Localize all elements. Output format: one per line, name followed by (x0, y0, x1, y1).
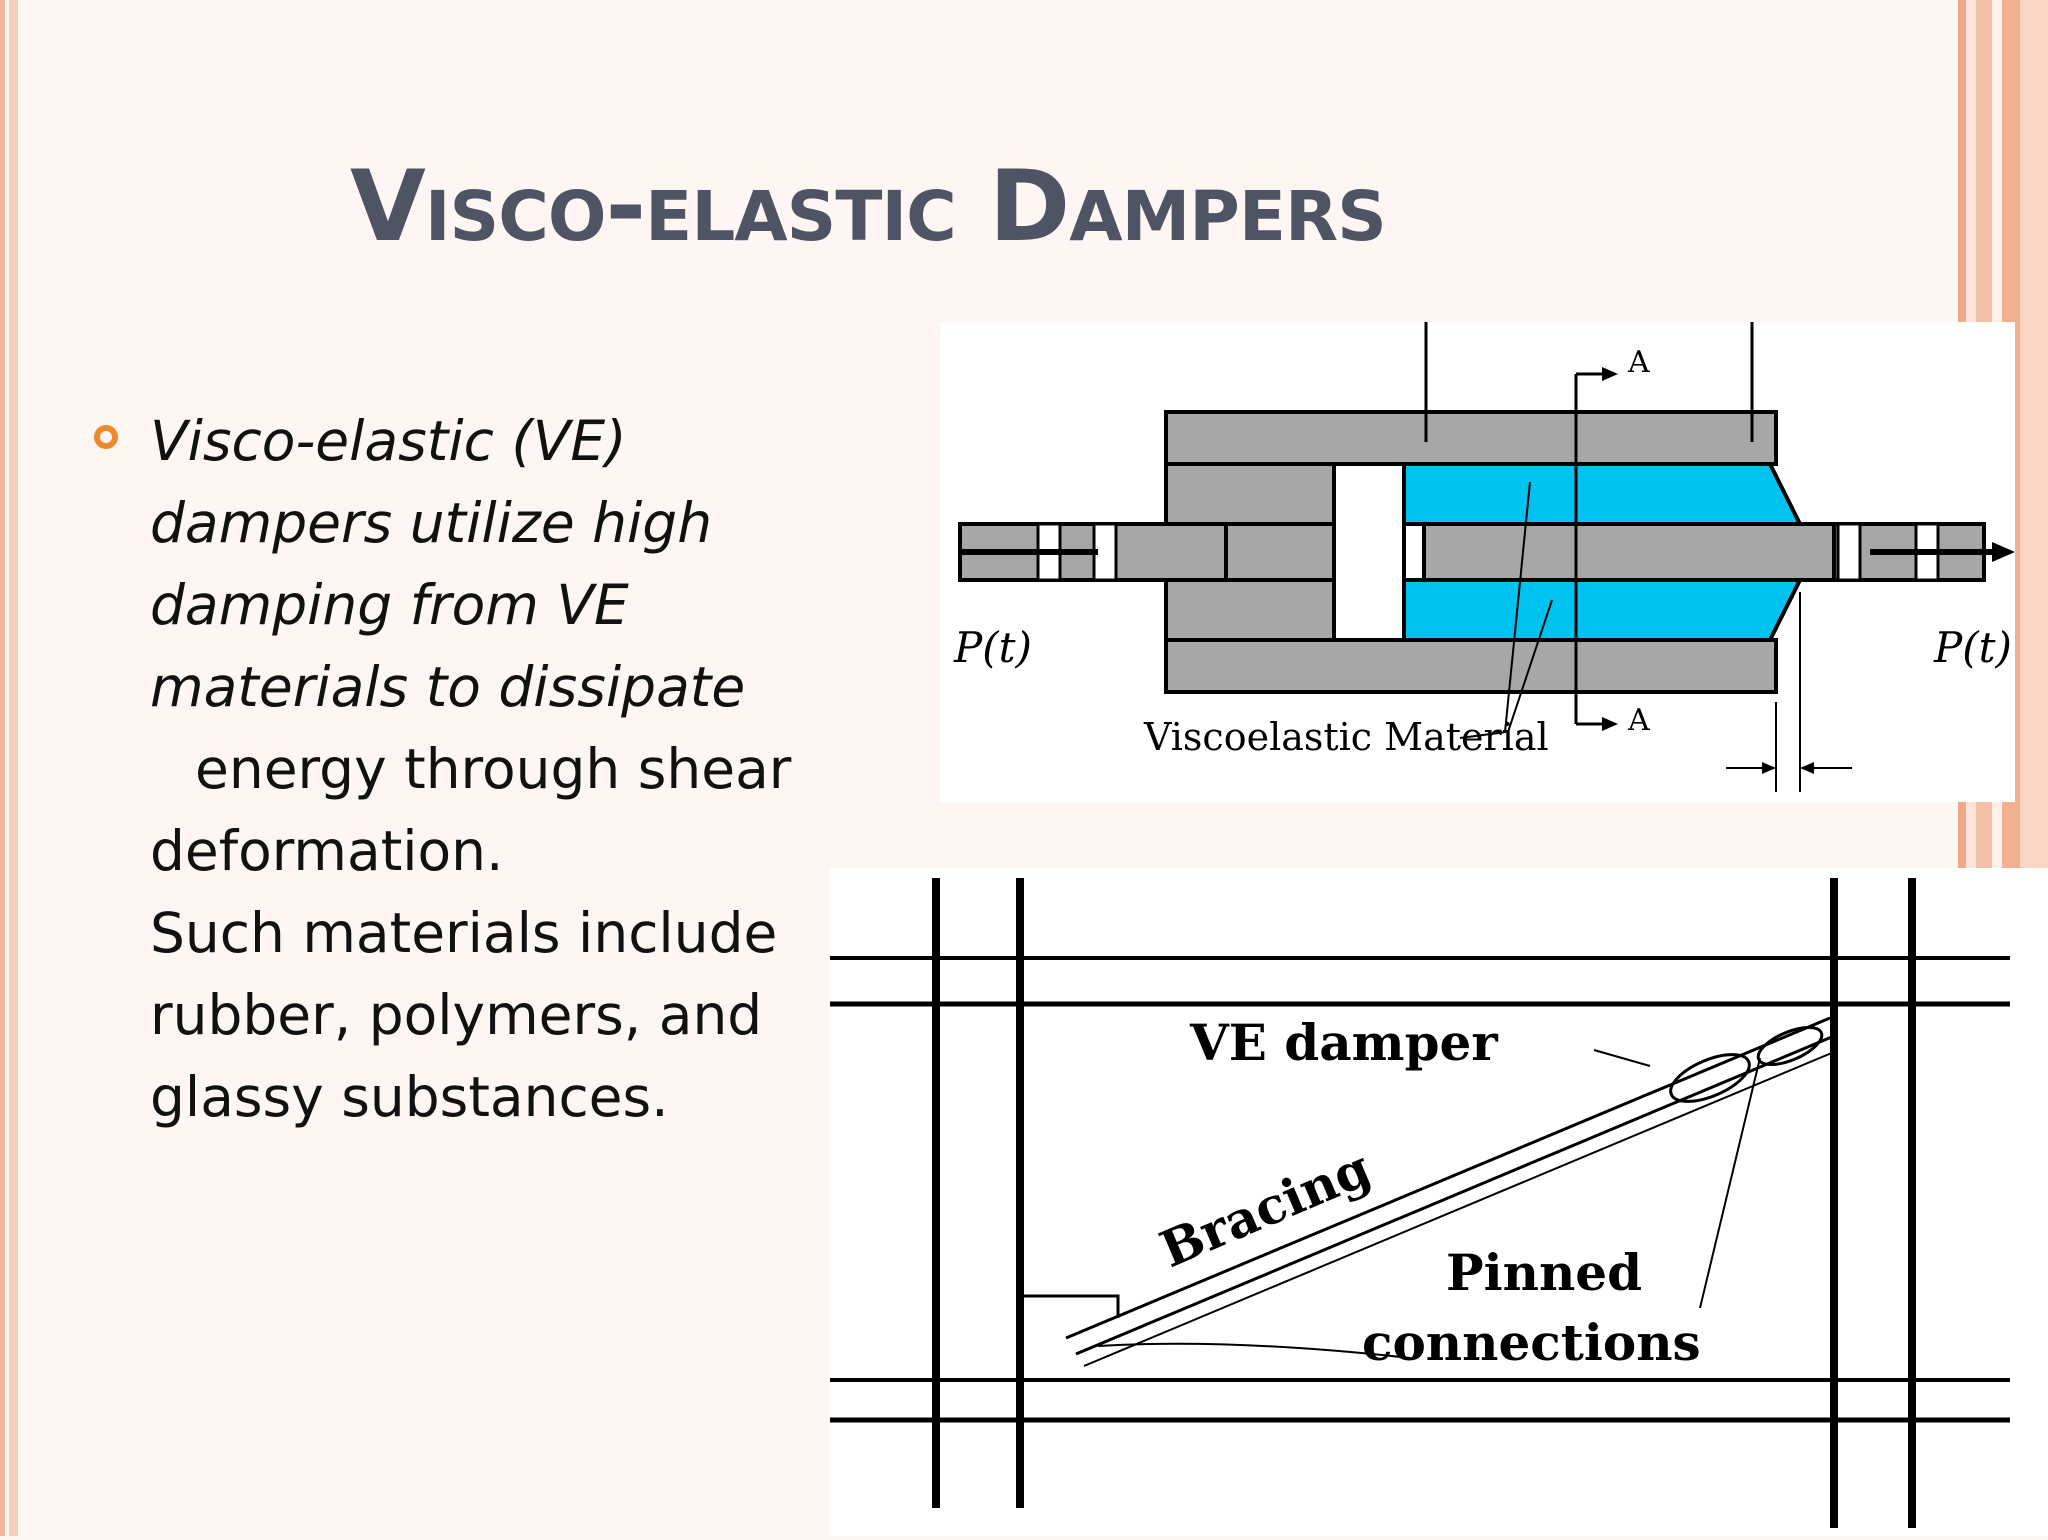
pinned-label-1: Pinned (1446, 1243, 1642, 1302)
center-plate (1422, 522, 1836, 582)
bracing-line-3 (1083, 1051, 1835, 1367)
frame-bracing-diagram: VE damper Bracing Pinned connections (830, 878, 2010, 1528)
text-line: Such materials include (150, 901, 778, 965)
frame-bracing-figure: VE damper Bracing Pinned connections (830, 868, 2048, 1536)
force-label-left: P(t) (953, 623, 1032, 672)
text-line: deformation. (150, 819, 504, 883)
pinned-label-2: connections (1362, 1313, 1701, 1372)
text-line: dampers utilize high (150, 491, 713, 555)
bottom-plate (1164, 638, 1778, 694)
slide-title: Visco-elastic Dampers (350, 150, 1387, 264)
bracing-line-1 (1065, 1016, 1831, 1340)
damper-body (1669, 1053, 1751, 1103)
bullet-circle-icon (94, 425, 118, 449)
bullet-text: Visco-elastic (VE) dampers utilize high … (150, 400, 830, 1138)
damper-end (1756, 1025, 1824, 1067)
section-label-bottom: A (1627, 703, 1650, 738)
damper-section-diagram: A A P(t) P(t) Viscoelastic Material (953, 322, 2015, 792)
text-line: materials to dissipate (150, 655, 746, 719)
gap (1332, 462, 1406, 642)
force-label-right: P(t) (1933, 623, 2012, 672)
text-line: energy through shear (195, 737, 792, 801)
damper-label: VE damper (1189, 1013, 1498, 1072)
text-line: glassy substances. (150, 1065, 669, 1129)
left-border-stripe (0, 0, 18, 1536)
material-label: Viscoelastic Material (1143, 715, 1549, 759)
section-label-top: A (1627, 345, 1650, 380)
damper-section-figure: A A P(t) P(t) Viscoelastic Material (940, 322, 2015, 802)
top-plate (1164, 410, 1778, 466)
ve-material-bottom (1402, 578, 1804, 642)
ve-material-top (1402, 462, 1804, 526)
bracing-line-2 (1075, 1034, 1835, 1356)
text-line: rubber, polymers, and (150, 983, 763, 1047)
text-line: Visco-elastic (VE) (150, 409, 627, 473)
text-line: damping from VE (150, 573, 629, 637)
